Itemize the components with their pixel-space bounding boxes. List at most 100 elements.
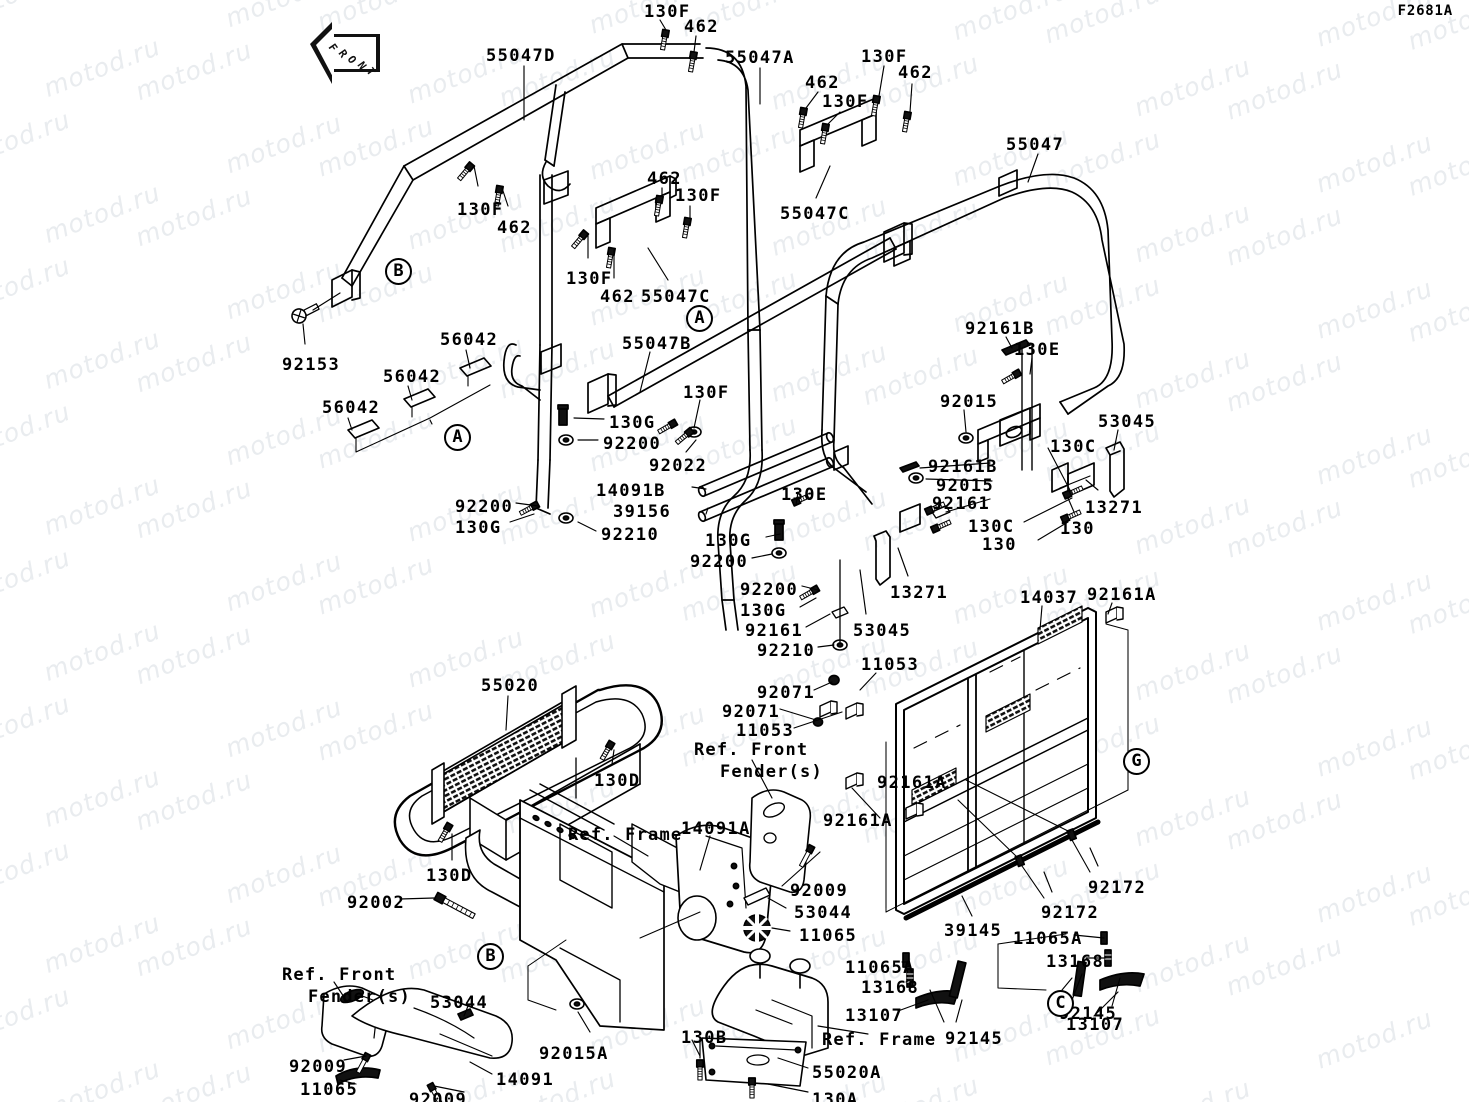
part-callout-92161a: 92161A <box>823 811 893 831</box>
diagram-code: F2681A <box>1397 3 1453 19</box>
part-callout-92172: 92172 <box>1088 878 1147 898</box>
part-callout-55047b: 55047B <box>622 334 692 354</box>
part-callout-13107: 13107 <box>845 1006 904 1026</box>
part-callout-130c: 130C <box>968 517 1015 537</box>
part-callout-14037: 14037 <box>1020 588 1079 608</box>
part-callout-14091a: 14091A <box>681 819 751 839</box>
part-callout-130f: 130F <box>675 186 722 206</box>
part-callout-130: 130 <box>1060 519 1095 539</box>
part-callout-130a: 130A <box>812 1090 859 1102</box>
part-callout-11065a: 11065A <box>845 958 915 978</box>
note-line-2: Fender(s) <box>720 761 823 782</box>
reference-circle-a: A <box>444 424 471 451</box>
reference-circle-a: A <box>686 305 713 332</box>
part-callout-53045: 53045 <box>1098 412 1157 432</box>
part-callout-92210: 92210 <box>757 641 816 661</box>
part-callout-462: 462 <box>647 169 682 189</box>
reference-circle-b: B <box>477 943 504 970</box>
part-callout-92200: 92200 <box>690 552 749 572</box>
part-callout-13168: 13168 <box>1046 952 1105 972</box>
part-callout-92015: 92015 <box>936 476 995 496</box>
part-callout-55020a: 55020A <box>812 1063 882 1083</box>
front-direction-marker: F R O N T <box>310 22 380 84</box>
part-callout-13107: 13107 <box>1066 1015 1125 1035</box>
part-callout-130f: 130F <box>683 383 730 403</box>
part-callout-92200: 92200 <box>603 434 662 454</box>
note-line-1: Ref. Front <box>282 965 397 985</box>
part-callout-92071: 92071 <box>757 683 816 703</box>
part-callout-130d: 130D <box>426 866 473 886</box>
part-callout-130d: 130D <box>594 771 641 791</box>
reference-circle-c: C <box>1047 990 1074 1017</box>
part-callout-92210: 92210 <box>601 525 660 545</box>
part-callout-92145: 92145 <box>1059 1004 1118 1024</box>
part-callout-55020: 55020 <box>481 676 540 696</box>
part-callout-53045: 53045 <box>853 621 912 641</box>
part-callout-92172: 92172 <box>1041 903 1100 923</box>
part-callout-130g: 130G <box>455 518 502 538</box>
part-callout-11065: 11065 <box>799 926 858 946</box>
part-callout-refframe: Ref. Frame <box>822 1030 937 1050</box>
part-callout-462: 462 <box>600 287 635 307</box>
part-callout-11065a: 11065A <box>1013 929 1083 949</box>
part-callout-462: 462 <box>805 73 840 93</box>
part-callout-56042: 56042 <box>383 367 442 387</box>
part-callout-56042: 56042 <box>322 398 381 418</box>
part-callout-53044: 53044 <box>794 903 853 923</box>
part-callout-92002: 92002 <box>347 893 406 913</box>
part-callout-14091b: 14091B <box>596 481 666 501</box>
part-callout-92145: 92145 <box>945 1029 1004 1049</box>
part-callout-92200: 92200 <box>740 580 799 600</box>
part-callout-130e: 130E <box>781 485 828 505</box>
part-callout-130b: 130B <box>681 1028 728 1048</box>
reference-circle-g: G <box>1123 748 1150 775</box>
part-callout-130g: 130G <box>740 601 787 621</box>
part-callout-55047c: 55047C <box>780 204 850 224</box>
part-callout-92161b: 92161B <box>928 457 998 477</box>
part-callout-13271: 13271 <box>1085 498 1144 518</box>
part-callout-130f: 130F <box>566 269 613 289</box>
part-callout-130g: 130G <box>705 531 752 551</box>
part-callout-55047d: 55047D <box>486 46 556 66</box>
part-callout-92015a: 92015A <box>539 1044 609 1064</box>
part-callout-92161b: 92161B <box>965 319 1035 339</box>
part-callout-92015: 92015 <box>940 392 999 412</box>
part-callout-92200: 92200 <box>455 497 514 517</box>
part-callout-11053: 11053 <box>861 655 920 675</box>
part-callout-130c: 130C <box>1050 437 1097 457</box>
part-callout-56042: 56042 <box>440 330 499 350</box>
part-callout-92071: 92071 <box>722 702 781 722</box>
part-callout-130f: 130F <box>861 47 908 67</box>
part-callout-130: 130 <box>982 535 1017 555</box>
part-callout-11065: 11065 <box>300 1080 359 1100</box>
part-callout-92161: 92161 <box>745 621 804 641</box>
part-callout-92009: 92009 <box>409 1090 468 1102</box>
part-callout-92009: 92009 <box>289 1057 348 1077</box>
part-callout-130g: 130G <box>609 413 656 433</box>
part-callout-462: 462 <box>684 17 719 37</box>
part-callout-130e: 130E <box>1014 340 1061 360</box>
part-callout-130f: 130F <box>457 200 504 220</box>
note-line-1: Ref. Front <box>694 740 809 760</box>
part-callout-14091: 14091 <box>496 1070 555 1090</box>
part-callout-92153: 92153 <box>282 355 341 375</box>
part-callout-55047a: 55047A <box>725 48 795 68</box>
part-callout-462: 462 <box>497 218 532 238</box>
part-callout-55047: 55047 <box>1006 135 1065 155</box>
part-callout-11053: 11053 <box>736 721 795 741</box>
part-callout-130f: 130F <box>822 92 869 112</box>
part-callout-92161a: 92161A <box>1087 585 1157 605</box>
note-line-2: Fender(s) <box>308 986 411 1007</box>
part-callout-13168: 13168 <box>861 978 920 998</box>
reference-circle-b: B <box>385 258 412 285</box>
part-callout-130f: 130F <box>644 2 691 22</box>
part-callout-refframe: Ref. Frame <box>568 825 683 845</box>
part-callout-53044: 53044 <box>430 993 489 1013</box>
part-callout-92161a: 92161A <box>877 773 947 793</box>
part-callout-92022: 92022 <box>649 456 708 476</box>
part-callout-462: 462 <box>898 63 933 83</box>
part-callout-39156: 39156 <box>613 502 672 522</box>
